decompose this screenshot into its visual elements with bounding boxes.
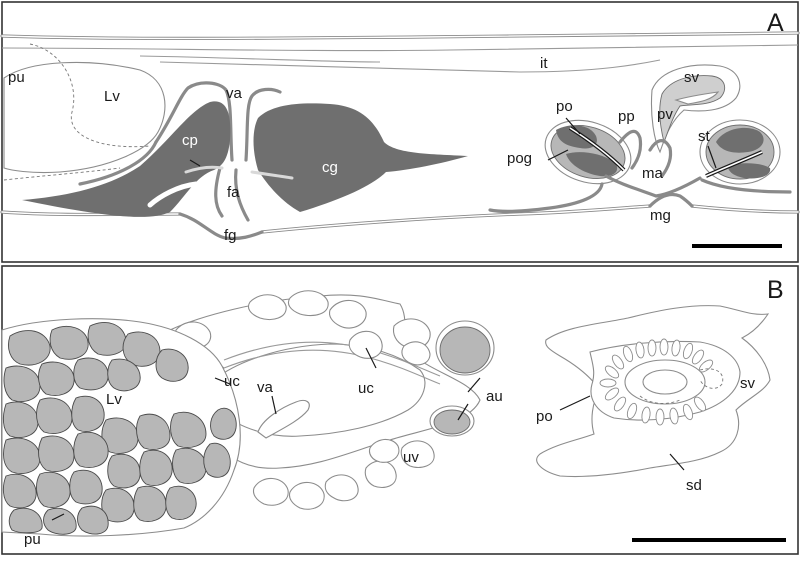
label-pv: pv xyxy=(657,106,673,123)
panel-b: Lv uc va uc au uv pu po sv sd B xyxy=(1,265,799,555)
penis-lamellae xyxy=(599,338,714,426)
label-b-uv: uv xyxy=(403,449,419,466)
vagina-wall xyxy=(154,81,234,162)
copulatory-gland xyxy=(253,103,468,212)
panel-a-letter: A xyxy=(767,9,784,37)
label-b-uc-center: uc xyxy=(358,380,374,397)
label-cg: cg xyxy=(322,159,338,176)
panel-a: pu Lv va cp cg fa fg it sv po pp pv pog … xyxy=(0,1,800,263)
label-b-pu: pu xyxy=(24,531,41,548)
label-b-au: au xyxy=(486,388,503,405)
label-pu: pu xyxy=(8,69,25,86)
label-po: po xyxy=(556,98,573,115)
label-st: st xyxy=(698,128,711,145)
dorsal-wall-inner xyxy=(1,44,799,52)
adenal-unit-large xyxy=(439,326,491,374)
label-b-sd: sd xyxy=(686,477,702,494)
label-lv: Lv xyxy=(104,88,120,105)
label-pog: pog xyxy=(507,150,532,167)
label-it: it xyxy=(540,55,548,72)
label-b-po: po xyxy=(536,408,553,425)
panel-b-letter: B xyxy=(767,276,784,304)
intestine-line xyxy=(159,59,661,73)
label-cp: cp xyxy=(182,132,198,149)
label-ma: ma xyxy=(642,165,663,182)
label-fg: fg xyxy=(224,227,237,244)
uterine-vesicle xyxy=(368,438,400,463)
label-sv: sv xyxy=(684,69,700,86)
label-mg: mg xyxy=(650,207,671,224)
label-b-uc-left: uc xyxy=(224,373,240,390)
label-pp: pp xyxy=(618,108,635,125)
label-b-lv: Lv xyxy=(106,391,122,408)
vagina xyxy=(257,399,310,439)
scale-bar-b xyxy=(632,538,786,542)
pharynx-cells xyxy=(2,322,237,535)
label-b-sv: sv xyxy=(740,375,756,392)
label-va: va xyxy=(226,85,243,102)
label-b-va: va xyxy=(257,379,274,396)
scale-bar-a xyxy=(692,244,782,248)
adenal-unit-small xyxy=(433,409,471,435)
penis-papilla xyxy=(618,129,643,170)
pu-pharynx-region xyxy=(3,61,166,174)
label-fa: fa xyxy=(227,184,240,201)
